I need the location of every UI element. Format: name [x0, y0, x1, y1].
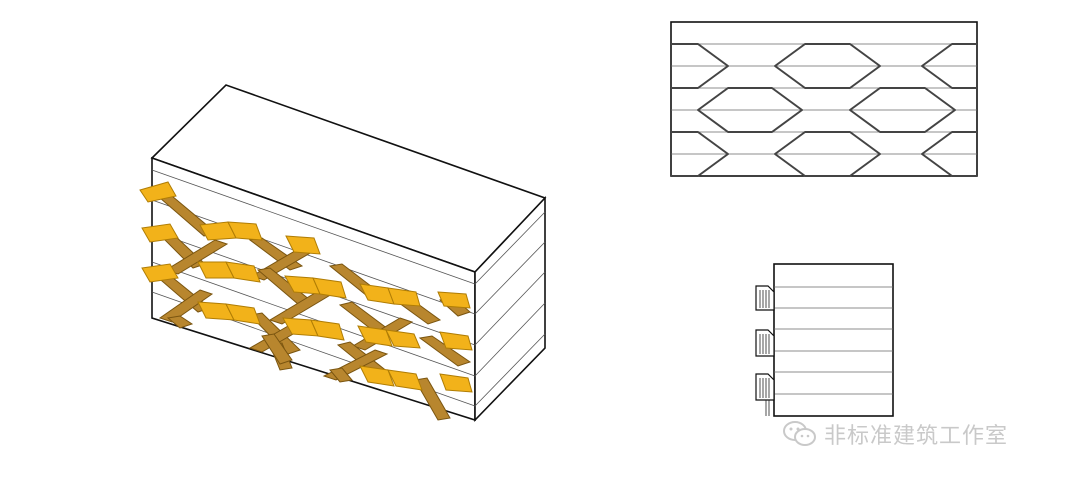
wechat-icon — [783, 421, 816, 446]
section-stairs — [755, 285, 775, 401]
floor-lines — [151, 169, 546, 407]
elevation-view — [670, 21, 978, 177]
watermark-text: 非标准建筑工作室 — [824, 424, 1009, 449]
axonometric-view — [139, 84, 547, 422]
watermark: 非标准建筑工作室 — [782, 414, 1008, 454]
section-floor-lines — [774, 286, 893, 395]
section-outline — [773, 263, 894, 417]
section-stair-treads — [759, 290, 770, 416]
elevation-outline — [670, 21, 978, 177]
stair-landings — [139, 181, 473, 393]
elevation-hexagon-pattern — [671, 43, 977, 177]
side-section-view — [755, 263, 894, 417]
ground-stairs — [166, 315, 353, 383]
